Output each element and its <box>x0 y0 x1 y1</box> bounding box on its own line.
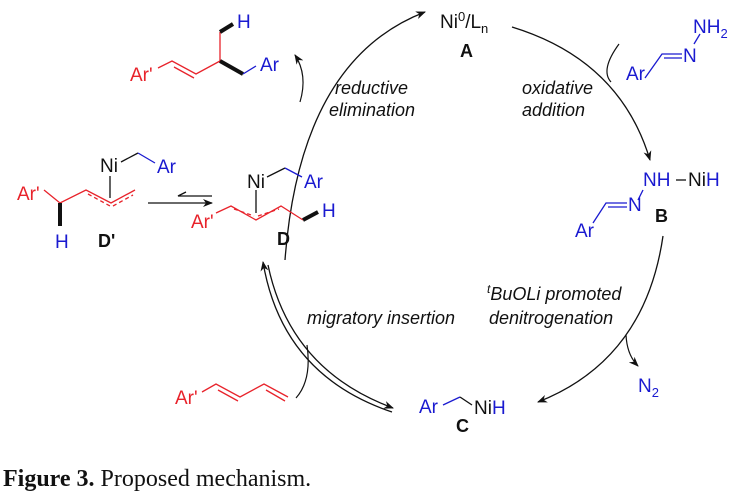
svg-text:H: H <box>322 201 336 222</box>
figure-caption: Figure 3. Proposed mechanism. <box>3 466 311 493</box>
svg-text:N: N <box>683 46 697 67</box>
svg-text:Ar: Ar <box>419 397 439 418</box>
arc-oxidative-addition <box>511 26 652 161</box>
step-denitro-2: denitrogenation <box>489 308 613 328</box>
svg-text:Ar': Ar' <box>130 65 153 86</box>
svg-text:Ar: Ar <box>260 55 280 76</box>
svg-text:NH2: NH2 <box>693 17 728 41</box>
catalyst-A: Ni0/Ln A <box>440 9 488 61</box>
caption-text: Proposed mechanism. <box>94 466 312 492</box>
hydrazone-reagent: Ar N NH2 <box>626 17 728 85</box>
svg-text:NiH: NiH <box>474 398 506 419</box>
svg-text:Ar': Ar' <box>175 388 198 409</box>
svg-text:Ni: Ni <box>247 172 265 193</box>
step-reductive-2: elimination <box>329 100 415 120</box>
label-B: B <box>655 206 668 226</box>
svg-text:Ar: Ar <box>575 221 595 242</box>
svg-text:NH: NH <box>643 170 670 191</box>
svg-text:N: N <box>628 195 642 216</box>
arc-hydrazone-in <box>606 43 620 83</box>
step-migratory: migratory insertion <box>307 308 455 328</box>
step-oxidative-1: oxidative <box>522 78 593 98</box>
label-C: C <box>456 416 469 436</box>
svg-text:Ni: Ni <box>100 156 118 177</box>
arc-product-release <box>294 54 304 103</box>
svg-text:H: H <box>55 232 69 253</box>
label-A: A <box>460 41 473 61</box>
intermediate-D: Ar' H Ni Ar D <box>191 167 336 249</box>
label-D: D <box>277 229 290 249</box>
svg-text:Ar': Ar' <box>17 184 40 205</box>
arc-diene-in <box>295 344 309 399</box>
arc-migratory-forward <box>267 264 394 409</box>
label-D-prime: D' <box>98 231 115 251</box>
step-oxidative-2: addition <box>522 100 585 120</box>
intermediate-C: Ar NiH C <box>419 396 506 436</box>
svg-text:Ar: Ar <box>626 64 646 85</box>
intermediate-B: NH NiH N Ar B <box>575 170 720 242</box>
svg-text:Ar: Ar <box>304 172 324 193</box>
intermediate-D-prime: Ar' H Ni Ar D' <box>17 152 177 253</box>
equilibrium-back-arrow <box>177 191 212 197</box>
step-reductive-1: reductive <box>335 78 408 98</box>
svg-text:Ar: Ar <box>157 157 177 178</box>
caption-label: Figure 3. <box>3 466 95 492</box>
step-denitro-1: tBuOLi promoted <box>487 282 622 304</box>
svg-text:Ar': Ar' <box>191 212 214 233</box>
diene-reagent: Ar' <box>175 383 289 409</box>
arc-denitrogenation <box>537 235 664 403</box>
byproduct-n2: N2 <box>638 376 659 400</box>
arc-migratory-back <box>260 261 393 413</box>
svg-text:NiH: NiH <box>688 170 720 191</box>
arc-reductive-elimination <box>284 11 426 261</box>
svg-text:H: H <box>237 12 251 33</box>
svg-text:Ni0/Ln: Ni0/Ln <box>440 9 488 36</box>
arc-n2-out <box>625 334 639 367</box>
product: Ar' H Ar <box>130 12 280 86</box>
